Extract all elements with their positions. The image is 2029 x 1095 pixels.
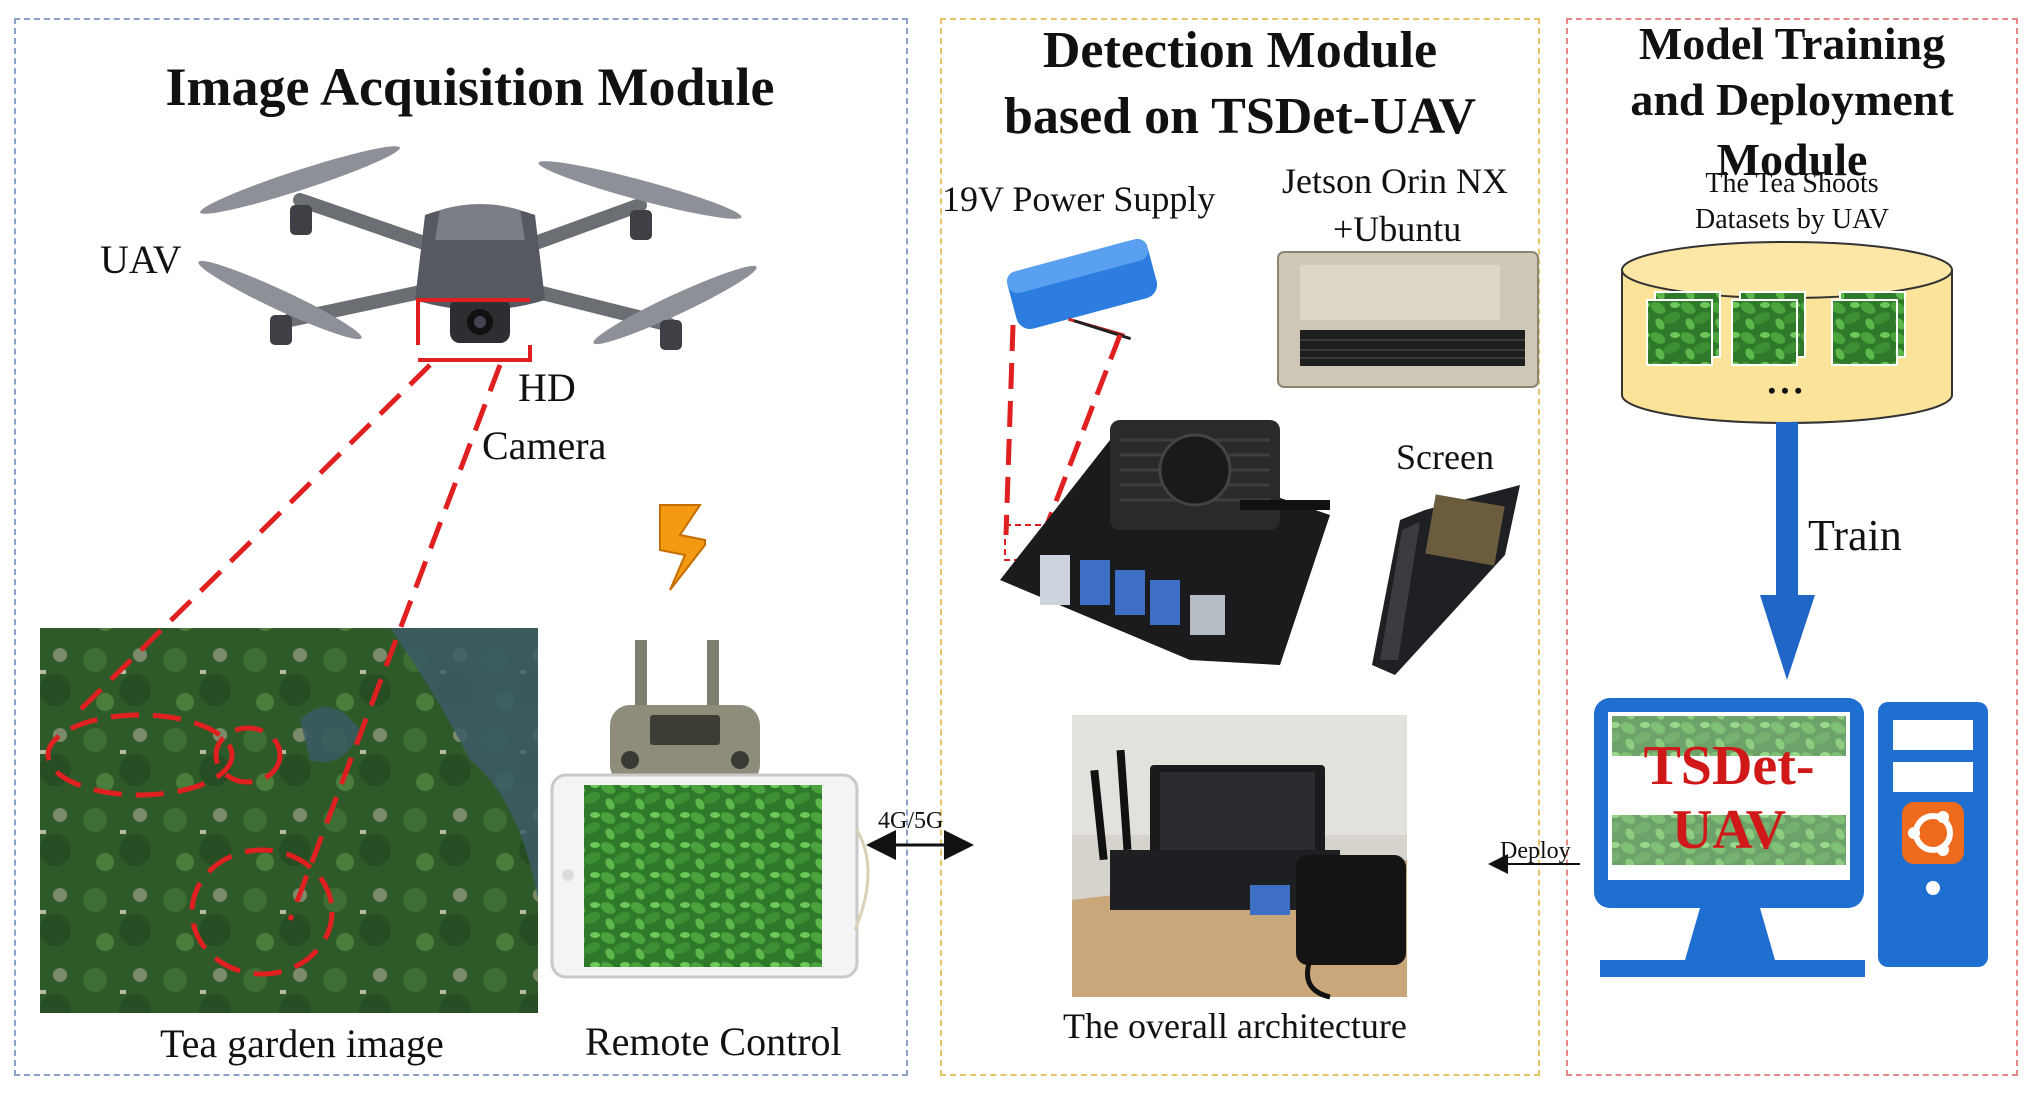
deploy-label: Deploy (1500, 838, 1571, 864)
dataset-label-line1: The Tea Shoots (1705, 168, 1879, 199)
detection-title-line2: based on TSDet-UAV (1004, 88, 1476, 145)
remote-control-label: Remote Control (585, 1019, 842, 1064)
tea-garden-label: Tea garden image (160, 1021, 444, 1066)
jetson-label-line2: +Ubuntu (1333, 209, 1462, 249)
jetson-board-icon (1000, 420, 1330, 665)
remote-controller-icon (550, 640, 870, 979)
training-panel (1566, 18, 2018, 1076)
detection-title-line1: Detection Module (1042, 22, 1438, 79)
uav-label: UAV (100, 237, 182, 282)
camera-label: Camera (482, 423, 607, 468)
acquisition-panel (14, 18, 908, 1076)
detection-panel (940, 18, 1540, 1076)
overall-architecture-label: The overall architecture (1063, 1006, 1407, 1046)
battery-icon (1006, 238, 1158, 341)
link-label: 4G/5G (878, 808, 944, 834)
screen-icon (1372, 485, 1520, 675)
monitor-title-line2: UAV (1671, 799, 1787, 861)
monitor-title-line1: TSDet- (1643, 735, 1815, 797)
train-label: Train (1808, 511, 1902, 560)
training-title-line1: Model Training (1638, 18, 1946, 69)
jetson-module-icon (1277, 251, 1539, 388)
drone-icon (198, 146, 757, 350)
screen-label: Screen (1396, 437, 1494, 477)
training-title-line2: and Deployment (1630, 74, 1954, 125)
dataset-ellipsis: • • • (1767, 378, 1803, 403)
dataset-label-line2: Datasets by UAV (1695, 204, 1889, 235)
training-title-line3: Module (1716, 134, 1868, 185)
database-icon (1621, 241, 1953, 424)
monitor-icon (1594, 698, 1865, 977)
acquisition-title: Image Acquisition Module (165, 57, 775, 117)
train-arrow (1760, 422, 1815, 680)
jetson-label-line1: Jetson Orin NX (1282, 161, 1508, 201)
overall-architecture-photo (1072, 715, 1407, 1000)
ubuntu-logo-icon (1902, 802, 1964, 864)
lightning-icon (659, 504, 706, 591)
power-label: 19V Power Supply (942, 179, 1216, 219)
hd-label: HD (518, 365, 576, 410)
